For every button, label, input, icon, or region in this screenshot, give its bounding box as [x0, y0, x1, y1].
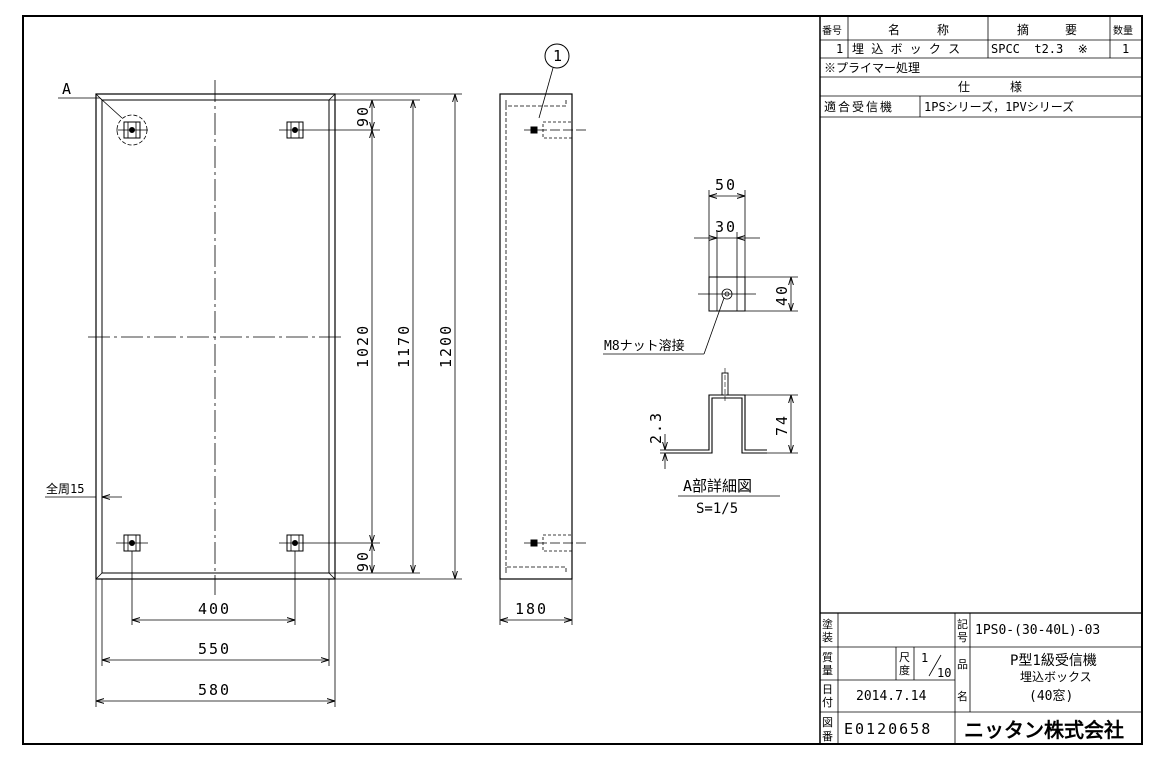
paint-label-2: 装 [822, 631, 833, 644]
drawing-no-label-1: 図 [822, 716, 833, 729]
parts-table [819, 16, 1142, 744]
product-name-line1: P型1級受信機 [1010, 653, 1097, 669]
spec-header-2: 様 [1010, 80, 1022, 94]
date-label-1: 日 [822, 683, 833, 696]
sheet-border [22, 15, 1143, 745]
box-outer-frame [95, 93, 336, 580]
detail-dim-50: 50 [715, 176, 737, 194]
dim-outer-width-580: 580 [198, 681, 231, 699]
box-inner-frame [101, 99, 330, 574]
model-code: 1PS0-(30-40L)-03 [975, 623, 1100, 638]
detail-dim-74: 74 [773, 414, 791, 436]
paint-label-1: 塗 [822, 617, 833, 631]
header-name-2: 称 [937, 23, 949, 37]
detail-dim-30: 30 [715, 218, 737, 236]
mounting-nut-bottom-left [116, 534, 148, 552]
date-label-2: 付 [822, 696, 833, 709]
weight-label-2: 量 [822, 664, 833, 677]
mounting-nut-bottom-right [279, 534, 311, 552]
detail-a-title: A部詳細図 [683, 477, 752, 495]
product-label: 品 [957, 658, 968, 671]
spec-header-1: 仕 [958, 80, 970, 94]
dim-top-offset-90: 90 [354, 105, 372, 127]
row-qty: 1 [1122, 42, 1129, 56]
mounting-nut-top-left [116, 114, 148, 146]
scale-label-1: 尺 [899, 651, 910, 664]
dim-bolt-spacing-1020: 1020 [354, 324, 372, 368]
header-spec-1: 摘 [1017, 22, 1029, 37]
header-name-1: 名 [888, 22, 900, 37]
header-no: 番号 [822, 25, 842, 37]
reference-label-a: A [62, 80, 73, 98]
row-name: 埋 込 ボ ッ ク ス [852, 42, 960, 56]
header-qty: 数量 [1113, 24, 1133, 37]
company-logo: ニッタン株式会社 [964, 718, 1124, 742]
detail-dim-thickness-2-3: 2.3 [647, 411, 665, 444]
dim-margin-15: 全周15 [46, 481, 84, 496]
dim-depth-180: 180 [515, 600, 548, 618]
label-nut-weld: M8ナット溶接 [604, 338, 685, 354]
detail-a-view [603, 190, 798, 497]
primer-note: ※プライマー処理 [824, 61, 920, 75]
dim-bottom-offset-90: 90 [354, 550, 372, 572]
side-view [499, 43, 586, 625]
name-label: 名 [957, 689, 968, 703]
front-view [45, 80, 462, 707]
box-side-outline [499, 93, 573, 580]
compat-label: 適合受信機 [824, 99, 894, 114]
balloon-number-1: 1 [553, 47, 562, 65]
dim-bolt-spacing-400: 400 [198, 600, 231, 618]
mounting-nut-top-right [279, 121, 311, 139]
row-no: 1 [836, 42, 843, 56]
code-label-1: 記 [957, 617, 968, 631]
scale-label-2: 度 [899, 663, 910, 677]
compat-value: 1PSシリーズ，1PVシリーズ [924, 99, 1074, 114]
drawing-date: 2014.7.14 [856, 689, 927, 704]
product-name-line2: 埋込ボックス [1020, 670, 1092, 684]
drawing-number: E0120658 [844, 720, 932, 738]
dim-inner-height-1170: 1170 [395, 324, 413, 368]
code-label-2: 号 [957, 631, 968, 644]
detail-dim-40: 40 [773, 284, 791, 306]
drawing-no-label-2: 番 [822, 730, 833, 743]
dim-inner-width-550: 550 [198, 640, 231, 658]
scale-numerator: 1 [921, 651, 928, 665]
detail-a-scale: S=1/5 [696, 501, 738, 517]
scale-denominator: 10 [937, 666, 951, 680]
weight-label-1: 質 [822, 650, 833, 664]
header-spec-2: 要 [1065, 23, 1077, 37]
row-spec: SPCC t2.3 ※ [991, 42, 1088, 56]
title-block [820, 612, 1142, 744]
product-name-line3: (40窓) [1029, 688, 1073, 704]
part-balloon-1 [544, 43, 570, 69]
dim-outer-height-1200: 1200 [437, 324, 455, 368]
